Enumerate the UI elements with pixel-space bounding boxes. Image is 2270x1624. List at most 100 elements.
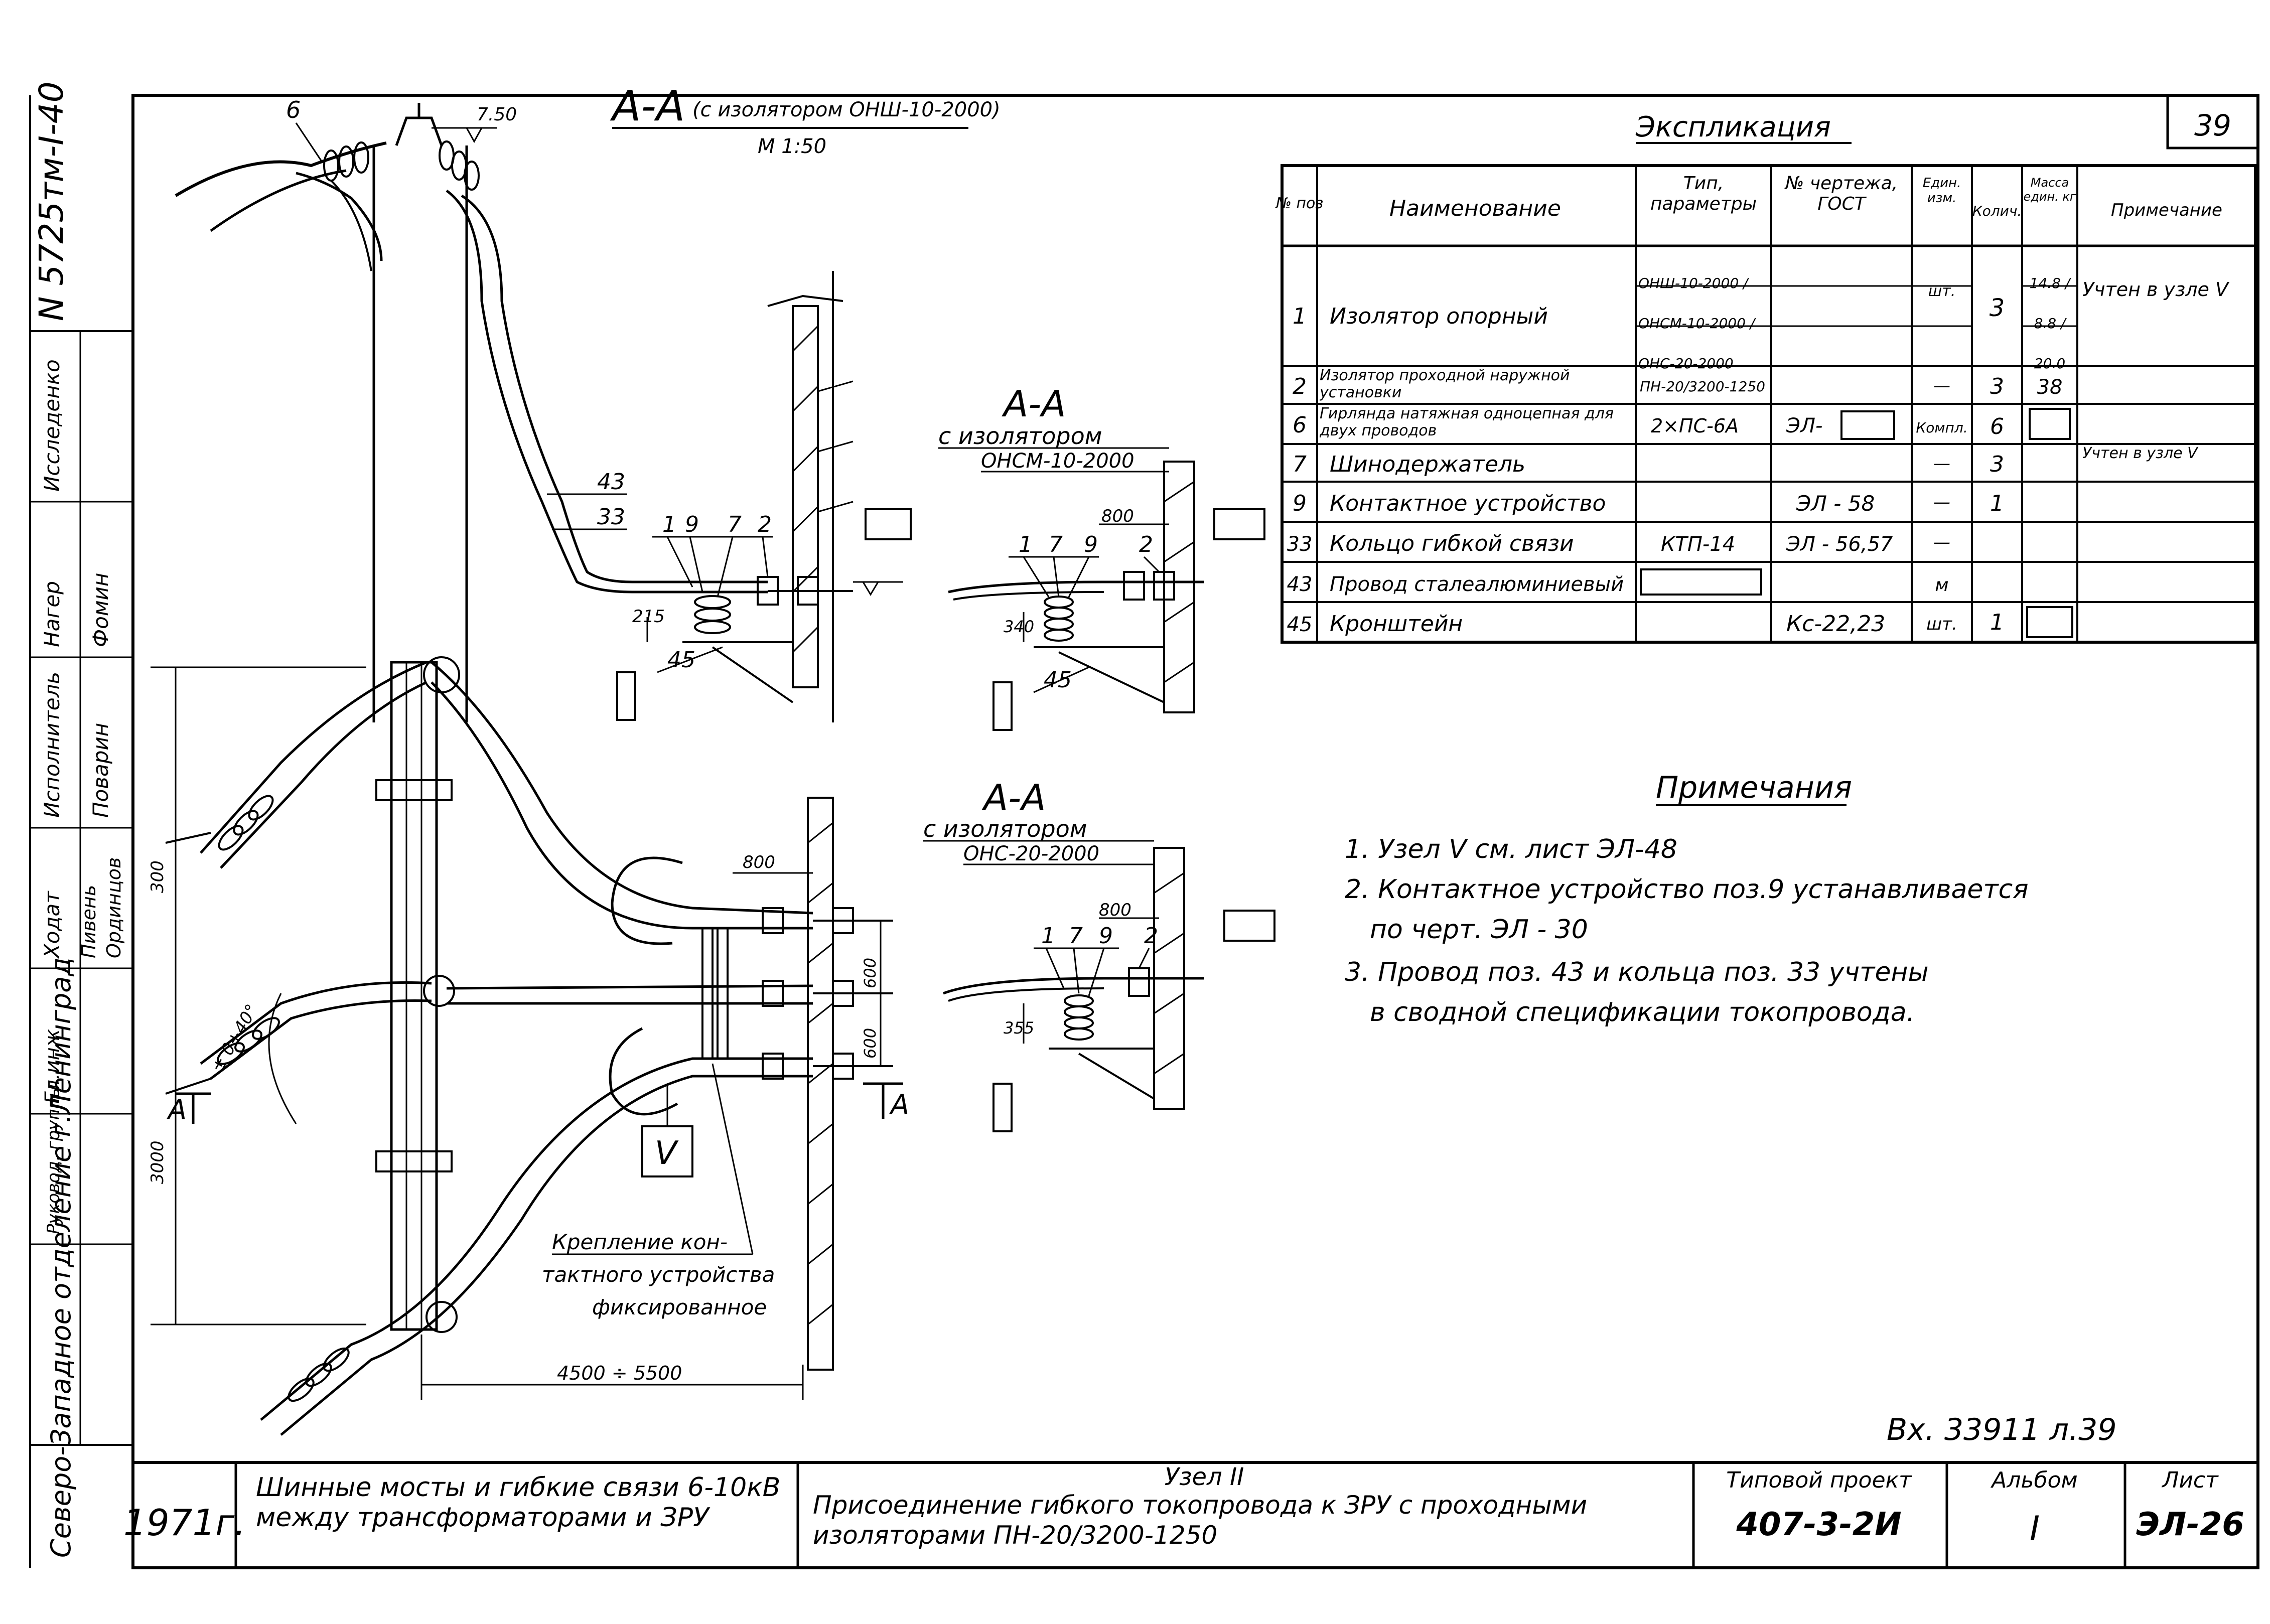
row7-pos: 43 (1287, 573, 1313, 596)
title-block: 1971г. Шинные мосты и гибкие связи 6-10к… (123, 1412, 2258, 1568)
year: 1971г. (123, 1502, 246, 1544)
pos-7c-label: 7 (1069, 923, 1083, 949)
row1-mass: 14.8 / 8.8 / 20.0 (2029, 275, 2070, 369)
note-3a: 3. Провод поз. 43 и кольца поз. 33 учтен… (1345, 957, 1929, 987)
row5-unit: — (1933, 492, 1950, 512)
hdr-mass: Масса един. кг (2023, 176, 2076, 204)
pos-2a-label: 2 (758, 512, 772, 537)
pos-33-label: 33 (597, 504, 625, 530)
side-drawing-code: N 5725тм-I-40 (32, 81, 71, 321)
engineer-name-2: Ординцов (103, 857, 125, 958)
pos-7a-label: 7 (728, 512, 742, 537)
pos-45b-label: 45 (1044, 667, 1072, 693)
view3-title: А-А (981, 777, 1046, 819)
hdr-name: Наименование (1389, 196, 1561, 221)
row8-name: Кронштейн (1330, 611, 1463, 637)
view2-title: А-А (1002, 383, 1066, 425)
span-dim: 4500 ÷ 5500 (557, 1362, 682, 1384)
row1-note: Учтен в узле V (2082, 278, 2228, 301)
callout-line-1: Крепление кон- (552, 1230, 728, 1254)
note-2b: по черт. ЭЛ - 30 (1370, 915, 1588, 945)
row2-unit: — (1933, 376, 1950, 396)
dim-600-c: 600 (861, 1028, 880, 1059)
row1-pos: 1 (1293, 304, 1307, 329)
row6-name: Кольцо гибкой связи (1330, 531, 1574, 556)
node-v-label: V (655, 1135, 679, 1172)
hdr-type: Тип, параметры (1650, 173, 1757, 214)
hdr-doc: № чертежа, ГОСТ (1785, 173, 1898, 214)
project-label: Типовой проект (1726, 1467, 1912, 1493)
row5-doc: ЭЛ - 58 (1796, 491, 1875, 516)
hdr-note: Примечание (2111, 200, 2222, 220)
project-value: 407-3-2И (1736, 1506, 1901, 1543)
node-description: Присоединение гибкого токопровода к ЗРУ … (813, 1491, 1588, 1550)
pos-9a-label: 9 (685, 512, 699, 537)
pos-9b-label: 9 (1084, 532, 1098, 557)
view3-type: ОНС-20-2000 (963, 842, 1099, 865)
view2-sub: с изолятором (938, 422, 1102, 450)
view-ons: А-А с изолятором ОНС-20-2000 355 1 7 9 2 (923, 777, 1275, 1132)
row3-name: Гирлянда натяжная одноцепная для двух пр… (1320, 405, 1614, 439)
dept-2: Руковод. группы (44, 1084, 64, 1234)
view2-type: ОНСМ-10-2000 (981, 450, 1134, 473)
level-mark: 7.50 (477, 104, 517, 125)
plan-view: 300 3000 (148, 656, 909, 1436)
row8-doc: Кс-22,23 (1786, 611, 1885, 637)
row7-name: Провод сталеалюминиевый (1330, 573, 1624, 596)
notes-block: Примечания 1. Узел V см. лист ЭЛ-48 2. К… (1345, 770, 2029, 1027)
dim-215: 215 (632, 607, 665, 627)
row4-name: Шинодержатель (1330, 452, 1525, 477)
row5-name: Контактное устройство (1330, 491, 1606, 516)
row2-mass: 38 (2037, 376, 2063, 399)
main-view-top: А-А (с изолятором ОНШ-10-2000) М 1:50 7.… (175, 81, 1001, 722)
top-sheet-number: 39 (2194, 108, 2231, 142)
album-label: Альбом (1990, 1467, 2077, 1493)
row5-pos: 9 (1293, 491, 1307, 516)
registration-stamp: Вх. 33911 л.39 (1887, 1412, 2117, 1447)
author-role: Нагер (40, 581, 64, 647)
pos-1a-label: 1 (662, 512, 676, 537)
dim-800-a: 800 (1101, 506, 1134, 526)
row5-qty: 1 (1990, 491, 2004, 516)
row8-unit: шт. (1926, 614, 1957, 634)
callout-line-2: тактного устройства (542, 1262, 775, 1287)
row1-name: Изолятор опорный (1330, 304, 1548, 329)
album-value: I (2030, 1509, 2040, 1549)
row4-qty: 3 (1990, 452, 2004, 477)
row1-type: ОНШ-10-2000 / ОНСМ-10-2000 / ОНС-20-2000 (1638, 275, 1755, 369)
subject-text: Шинные мосты и гибкие связи 6-10кВ между… (256, 1472, 781, 1533)
row3-doc: ЭЛ- (1786, 414, 1822, 437)
dim-800-c: 800 (1099, 900, 1131, 920)
pos-43-label: 43 (597, 469, 625, 495)
row7-unit: м (1935, 575, 1948, 596)
pos-9c-label: 9 (1099, 923, 1113, 949)
row3-qty: 6 (1990, 414, 2004, 439)
sheet-label: Лист (2161, 1467, 2219, 1493)
dim-800-b: 800 (743, 852, 775, 872)
row6-doc: ЭЛ - 56,57 (1786, 533, 1893, 556)
spec-title: Экспликация (1635, 111, 1831, 143)
engineer-name: Пивень (78, 885, 100, 958)
cut-a-left: А (167, 1094, 187, 1125)
note-1: 1. Узел V см. лист ЭЛ-48 (1345, 834, 1677, 864)
dim-600-b: 600 (861, 958, 880, 988)
pos-2c-label: 2 (1144, 923, 1158, 949)
pos-6-label: 6 (286, 96, 301, 123)
row2-pos: 2 (1293, 374, 1307, 399)
note-3b: в сводной спецификации токопровода. (1370, 997, 1915, 1027)
row3-unit: Компл. (1916, 419, 1967, 436)
checker-name: Поварин (88, 723, 113, 818)
row3-pos: 6 (1293, 412, 1307, 438)
side-stamp: N 5725тм-I-40 Исследенко Нагер Фомин Исп… (29, 81, 133, 1568)
row8-qty: 1 (1990, 610, 2004, 635)
pos-2b-label: 2 (1139, 532, 1153, 557)
row3-type: 2×ПС-6А (1651, 415, 1739, 437)
row6-pos: 33 (1287, 533, 1313, 556)
row1-unit: шт. (1928, 282, 1955, 300)
dim-300: 300 (148, 860, 168, 893)
main-view-scale: М 1:50 (758, 135, 826, 158)
callout-line-3: фиксированное (592, 1295, 767, 1319)
engineer-role: Ходат (40, 891, 64, 959)
hdr-pos: № поз (1275, 195, 1324, 212)
